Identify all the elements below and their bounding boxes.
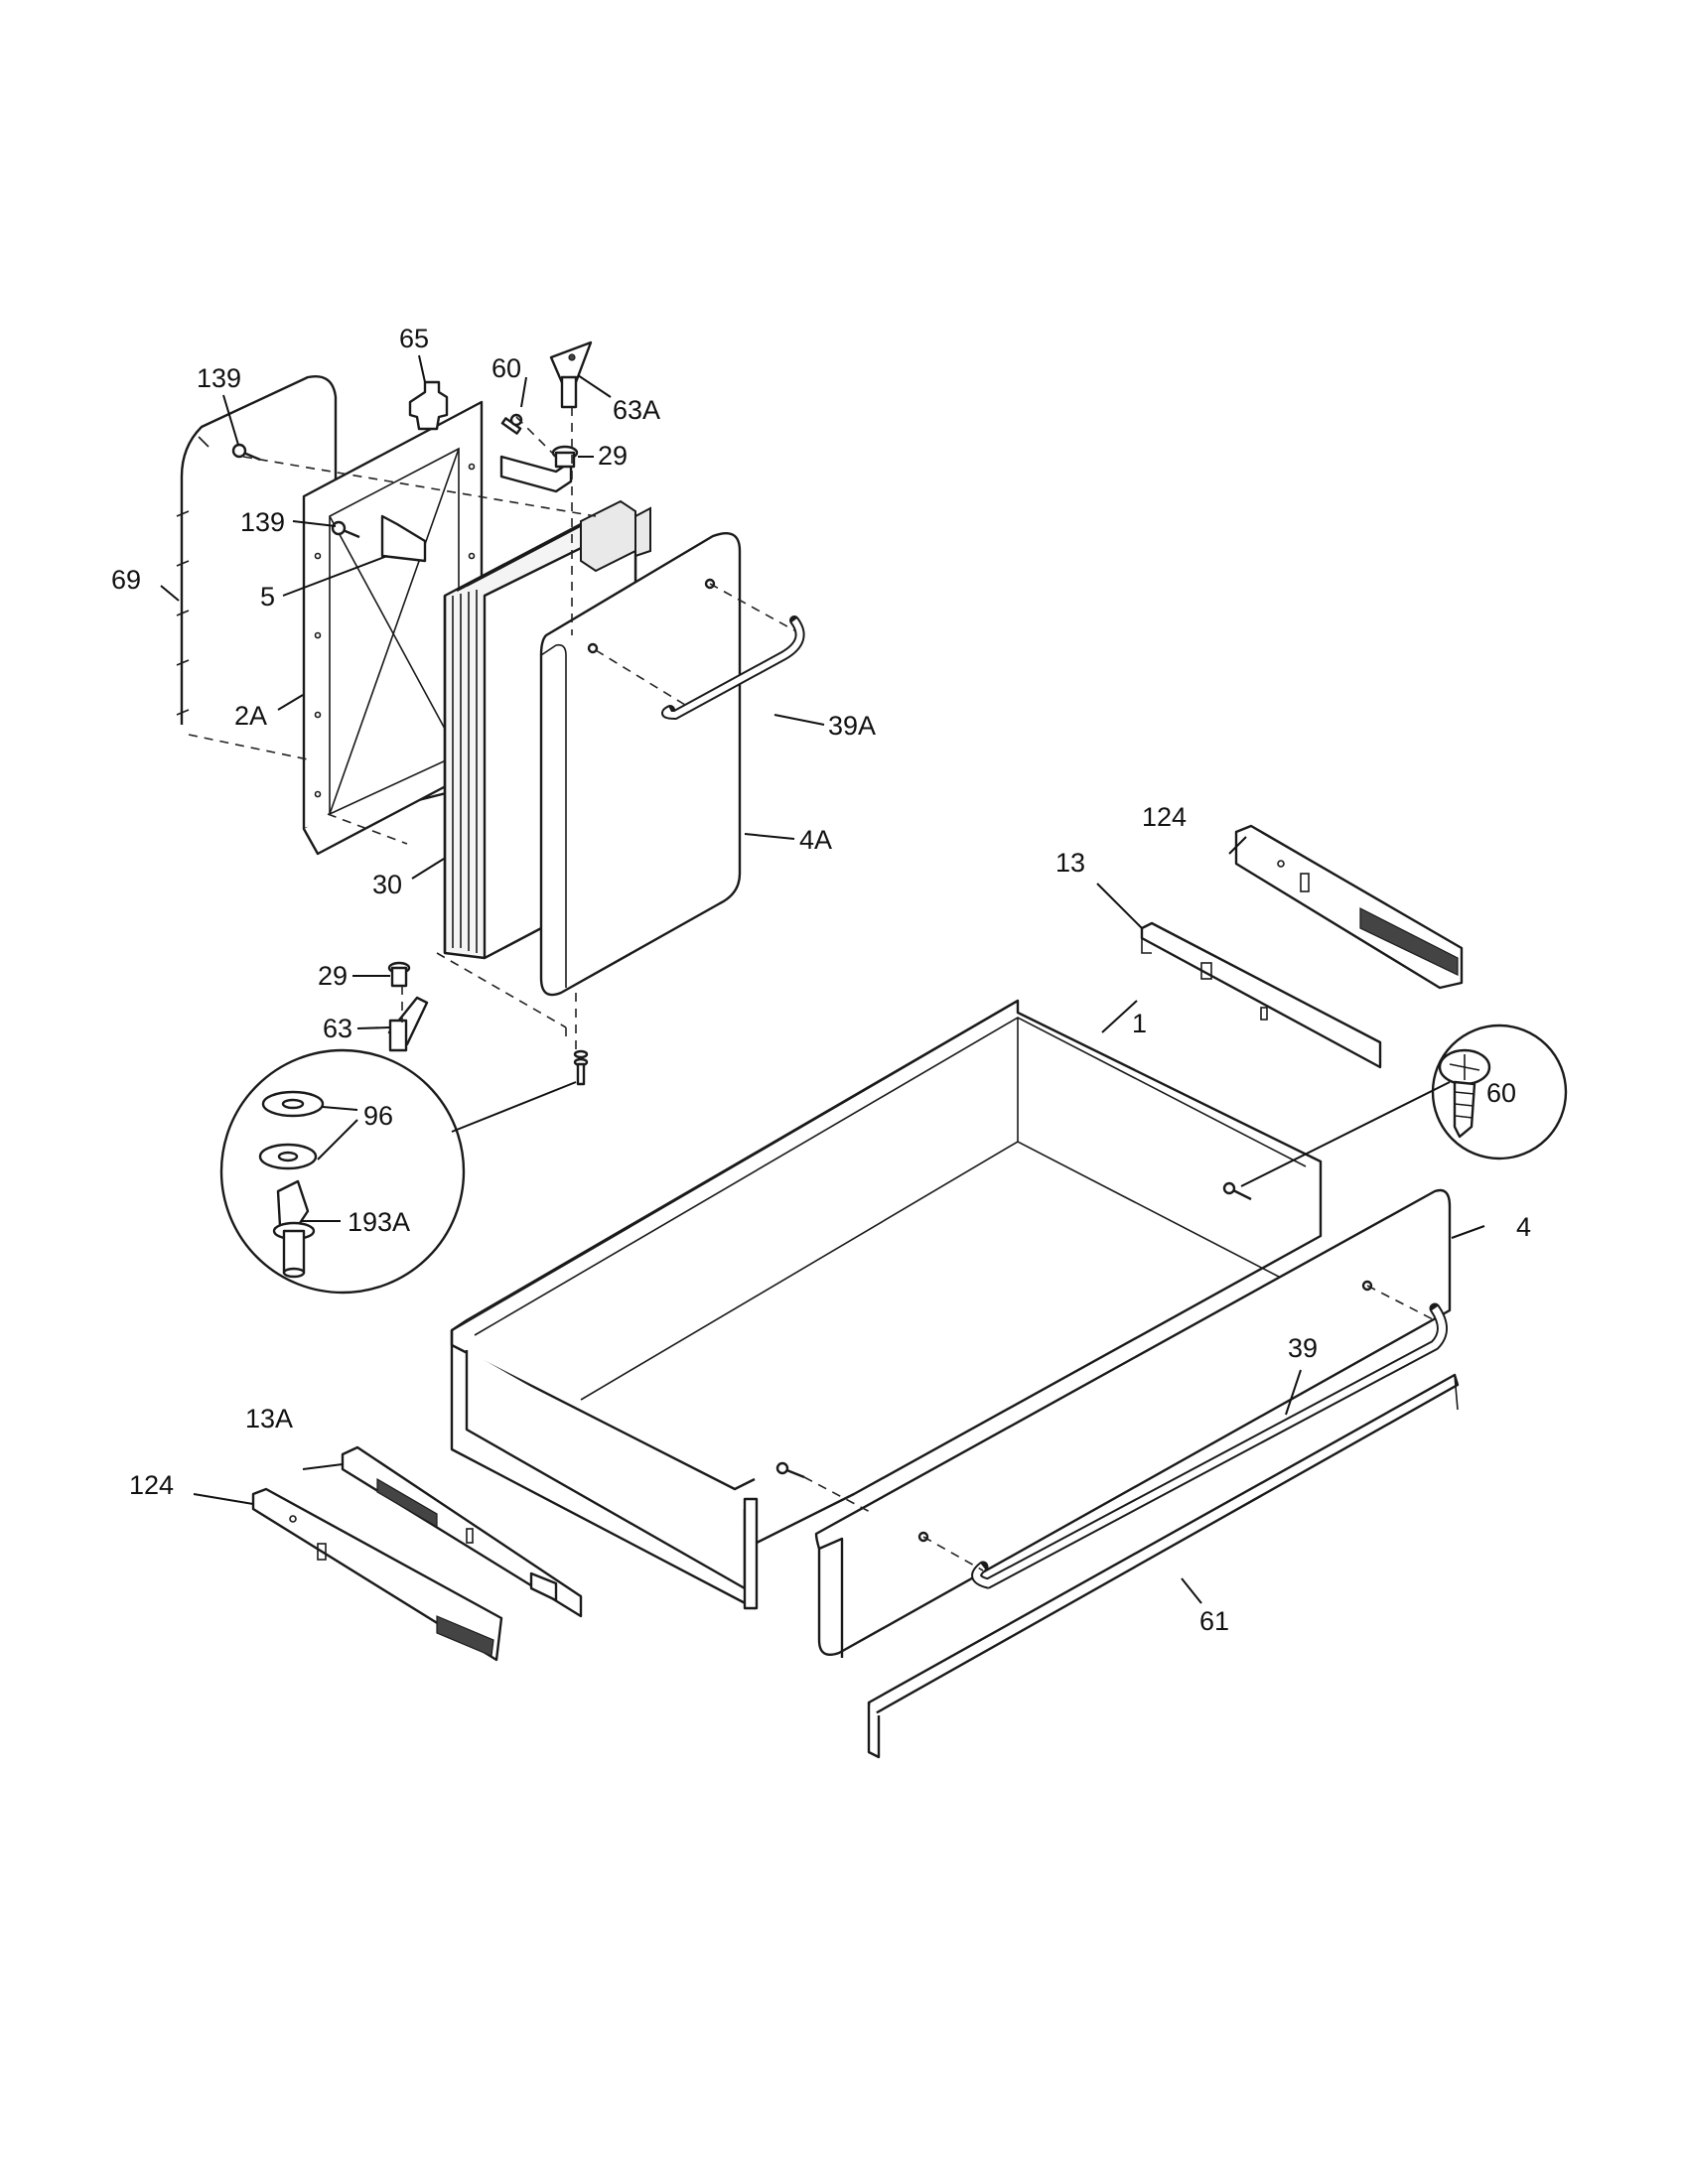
label-13A: 13A	[245, 1404, 293, 1433]
drawer-assembly	[251, 824, 1568, 1759]
outer-door-panel	[539, 531, 742, 997]
label-39: 39	[1288, 1333, 1318, 1363]
label-96: 96	[363, 1101, 393, 1131]
label-5: 5	[260, 582, 275, 612]
label-30: 30	[372, 870, 402, 899]
washer-stack	[573, 1049, 589, 1086]
label-124-left: 124	[129, 1470, 174, 1500]
leader-lines	[160, 354, 1485, 1604]
label-65: 65	[399, 324, 429, 353]
drawer-front	[814, 1188, 1460, 1759]
label-139-top: 139	[197, 363, 241, 393]
label-13: 13	[1055, 848, 1085, 878]
part-labels: 65 60 63A 139 29 139 69 5 2A 39A 4A 30 2…	[111, 324, 1531, 1636]
label-60-top: 60	[491, 353, 521, 383]
label-193A: 193A	[348, 1207, 410, 1237]
detail-circle-screw	[1431, 1024, 1568, 1160]
hinge-bracket	[499, 455, 573, 493]
bushing-29-top	[551, 445, 579, 469]
label-29-top: 29	[598, 441, 628, 471]
bushing-29-bottom	[387, 961, 411, 988]
gasket-clips	[176, 436, 210, 716]
drawer-screw-side	[1222, 1181, 1252, 1201]
detail-circle-washers	[219, 1048, 466, 1295]
label-63A: 63A	[613, 395, 660, 425]
screw-60-top	[500, 413, 523, 435]
label-4A: 4A	[799, 825, 832, 855]
clip-65	[408, 380, 449, 431]
door-assembly	[176, 341, 805, 1295]
upper-guide-lines	[188, 407, 795, 1052]
door-bracket	[380, 514, 427, 563]
label-61: 61	[1199, 1606, 1229, 1636]
slide-13A	[341, 1445, 583, 1618]
slide-124-right	[1234, 824, 1464, 990]
slide-124-left	[251, 1487, 503, 1662]
door-gasket	[180, 375, 338, 725]
drawer-screw-front	[775, 1461, 805, 1479]
hinge-63	[387, 996, 429, 1052]
hinge-63A	[549, 341, 593, 409]
screw-139-top	[231, 443, 261, 462]
label-124-right: 124	[1142, 802, 1187, 832]
label-2A: 2A	[234, 701, 267, 731]
label-63: 63	[323, 1014, 352, 1043]
label-139-mid: 139	[240, 507, 285, 537]
label-29-bottom: 29	[318, 961, 348, 991]
lower-guide-lines	[803, 1285, 1436, 1571]
label-60-circle: 60	[1486, 1078, 1516, 1108]
label-39A: 39A	[828, 711, 876, 741]
drawer-body	[450, 999, 1323, 1610]
label-69: 69	[111, 565, 141, 595]
slide-bracket-13	[1140, 921, 1382, 1069]
label-1: 1	[1132, 1009, 1147, 1038]
label-4: 4	[1516, 1212, 1531, 1242]
